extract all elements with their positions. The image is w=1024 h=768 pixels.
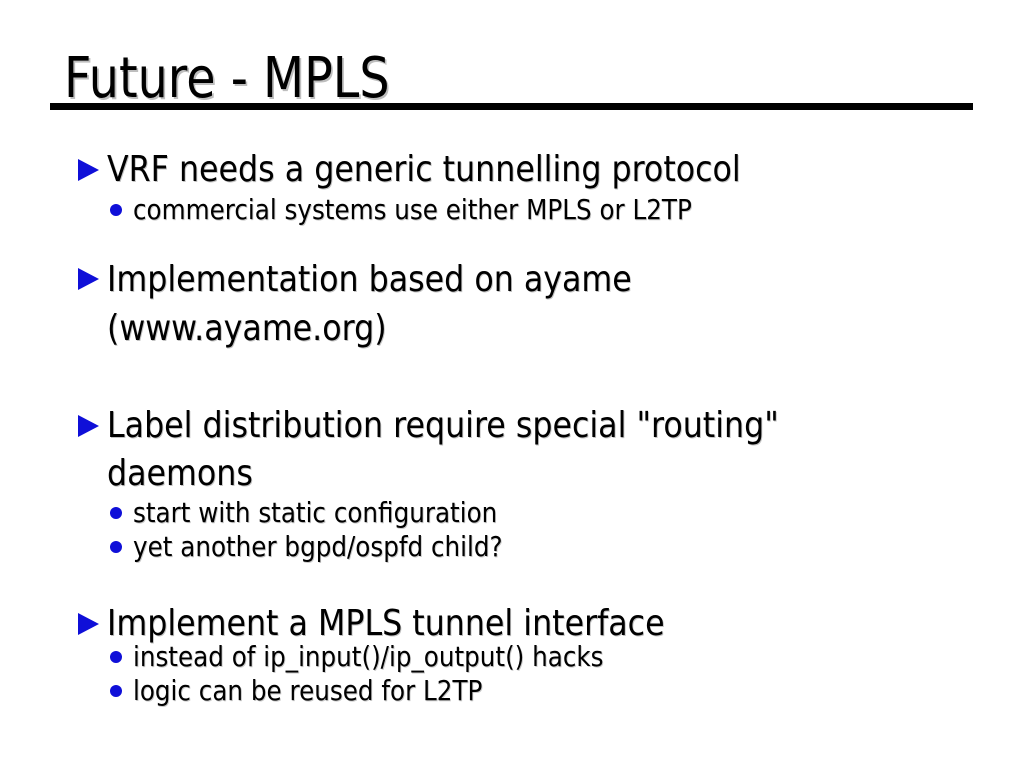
dot-bullet-icon [110, 507, 122, 519]
sub-bullet-text: instead of ip_input()/ip_output() hacks [133, 640, 604, 673]
sub-bullet-l2tp-reuse: logic can be reused for L2TP [110, 674, 530, 708]
bullet-line: Implementation based on ayame [107, 259, 632, 300]
bullet-line: VRF needs a generic tunnelling protocol [107, 149, 741, 190]
sub-bullet-text: logic can be reused for L2TP [133, 674, 483, 707]
bullet-text: VRF needs a generic tunnelling protocol [107, 146, 741, 194]
bullet-line: (www.ayame.org) [107, 308, 387, 349]
bullet-text: Label distribution require special "rout… [107, 402, 779, 498]
sub-bullet-text: start with static configuration [133, 496, 498, 529]
triangle-bullet-icon [78, 268, 99, 290]
bullet-item-vrf: VRF needs a generic tunnelling protocol [78, 146, 827, 194]
dot-bullet-icon [110, 651, 122, 663]
sub-bullet-commercial: commercial systems use either MPLS or L2… [110, 193, 768, 227]
dot-bullet-icon [110, 541, 122, 553]
dot-bullet-icon [110, 685, 122, 697]
bullet-text: Implementation based on ayame (www.ayame… [107, 255, 632, 353]
dot-bullet-icon [110, 204, 122, 216]
triangle-bullet-icon [78, 159, 99, 181]
slide-title: Future - MPLS [64, 46, 390, 111]
bullet-text: Implement a MPLS tunnel interface [107, 600, 665, 648]
sub-bullet-static-config: start with static configuration [110, 496, 547, 530]
sub-bullet-bgpd-ospfd: yet another bgpd/ospfd child? [110, 530, 553, 564]
bullet-item-ayame: Implementation based on ayame (www.ayame… [78, 255, 703, 353]
bullet-item-tunnel-interface: Implement a MPLS tunnel interface [78, 600, 741, 648]
bullet-line: Implement a MPLS tunnel interface [107, 603, 665, 644]
sub-bullet-text: commercial systems use either MPLS or L2… [133, 193, 692, 226]
title-underline [50, 103, 973, 110]
triangle-bullet-icon [78, 415, 99, 437]
bullet-item-label-distribution: Label distribution require special "rout… [78, 402, 870, 498]
sub-bullet-ip-input-hacks: instead of ip_input()/ip_output() hacks [110, 640, 668, 674]
bullet-line: Label distribution require special "rout… [107, 405, 779, 446]
sub-bullet-text: yet another bgpd/ospfd child? [133, 530, 503, 563]
bullet-line: daemons [107, 453, 253, 494]
triangle-bullet-icon [78, 613, 99, 635]
